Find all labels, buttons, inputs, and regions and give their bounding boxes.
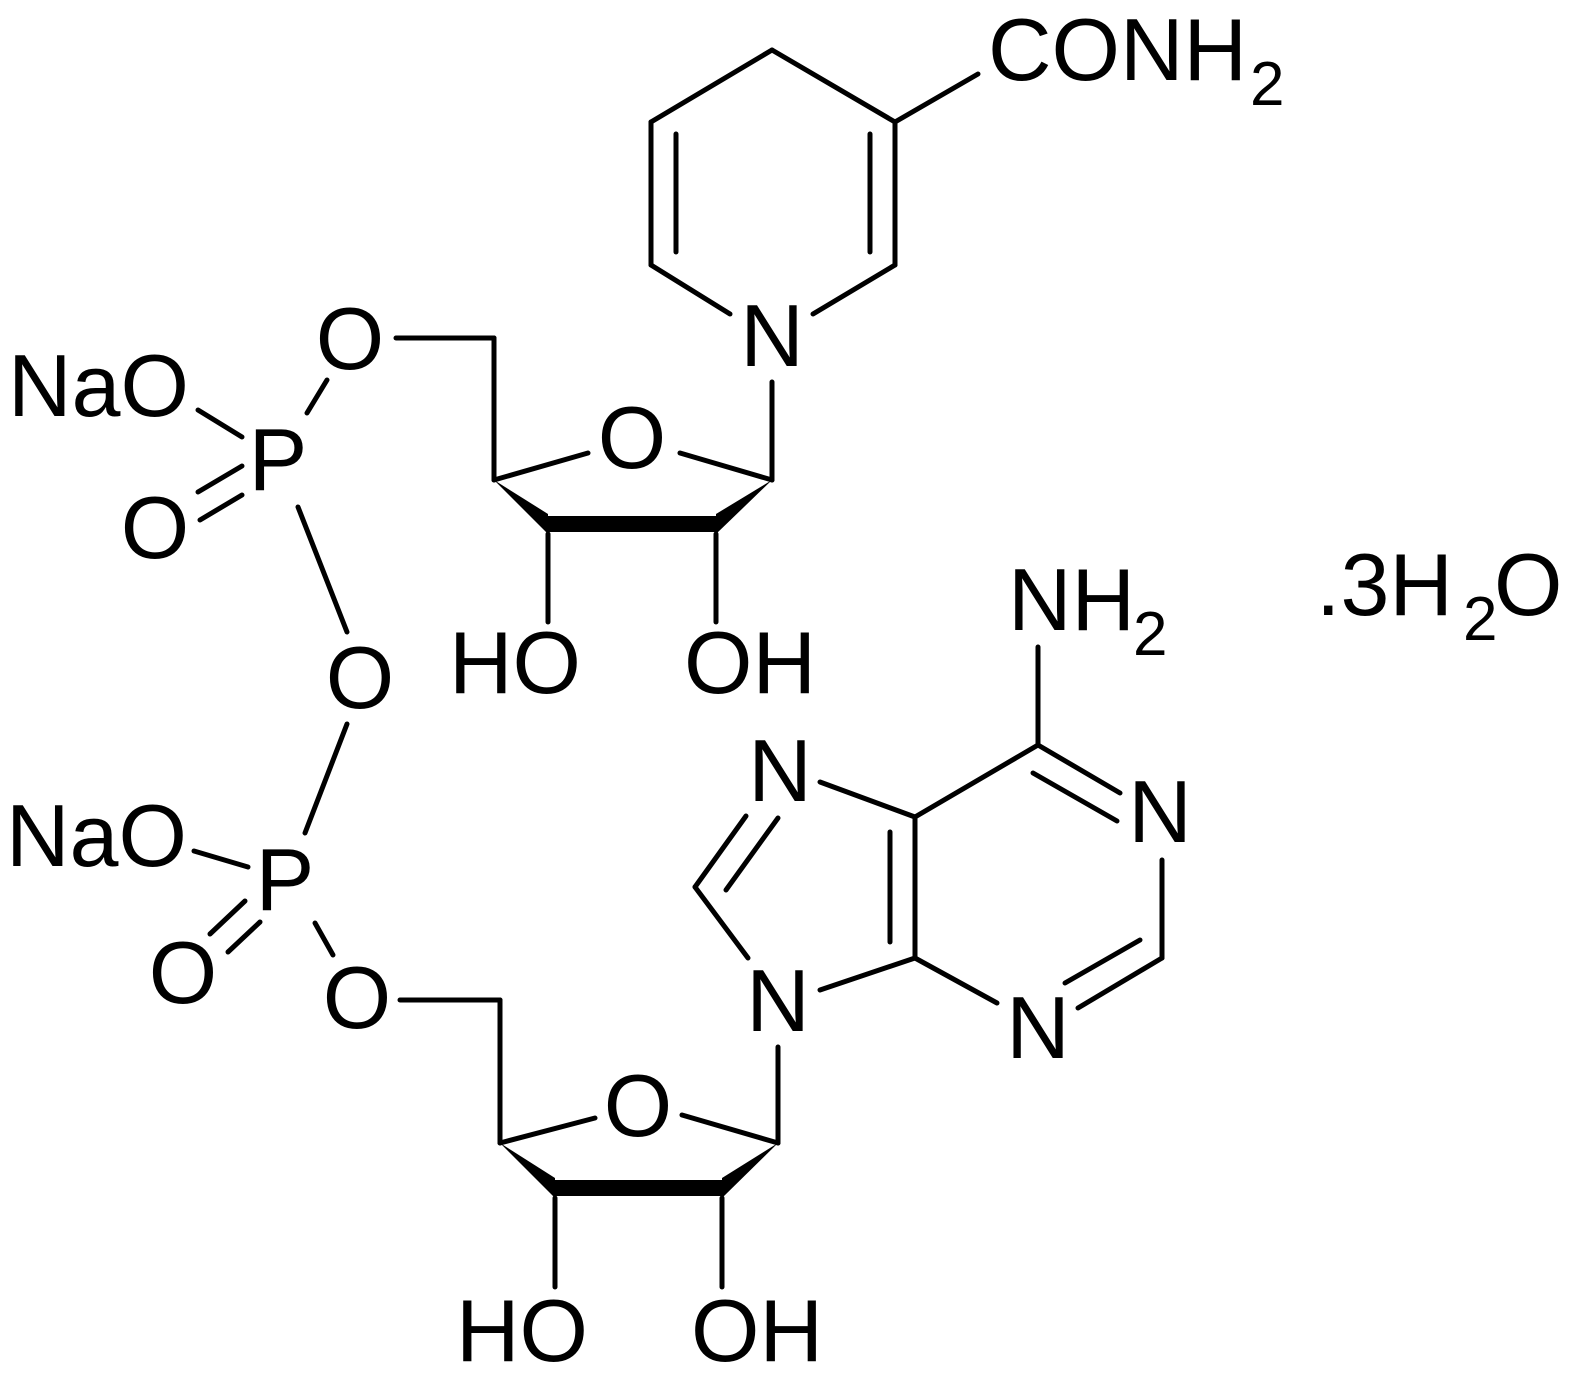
n-pyridine-label: N — [740, 286, 804, 385]
atom-labels: CONH 2 N O HO OH O NaO P O O NaO P O O O… — [6, 0, 1284, 1380]
o-bridge-label: O — [326, 628, 394, 727]
oh1-label: OH — [684, 613, 816, 712]
nh-subscript: 2 — [1133, 600, 1167, 669]
conh-label: CONH — [988, 0, 1247, 99]
hydrate-prefix: .3H — [1316, 535, 1453, 634]
nh-label: NH — [1008, 550, 1135, 649]
p2-label: P — [256, 830, 315, 929]
ho2-label: HO — [456, 1281, 588, 1380]
o-ring1-label: O — [598, 388, 666, 487]
n9-label: N — [746, 951, 810, 1050]
o-ring2-label: O — [604, 1056, 672, 1155]
o-ester1-label: O — [316, 289, 384, 388]
conh-subscript: 2 — [1250, 50, 1284, 119]
n1-label: N — [1128, 762, 1192, 861]
nao2-label: NaO — [6, 786, 187, 885]
p1-label: P — [249, 410, 308, 509]
hydrate-label: .3H 2 O — [1316, 535, 1562, 654]
o-dbl2-label: O — [149, 923, 217, 1022]
bonds — [191, 47, 1165, 1290]
o-ester2-label: O — [323, 948, 391, 1047]
hydrate-subscript: 2 — [1463, 585, 1497, 654]
nao1-label: NaO — [8, 336, 189, 435]
o-dbl1-label: O — [121, 478, 189, 577]
oh2-label: OH — [691, 1281, 823, 1380]
n7-label: N — [748, 721, 812, 820]
ho1-label: HO — [449, 613, 581, 712]
n3-label: N — [1006, 978, 1070, 1077]
hydrate-suffix: O — [1494, 535, 1562, 634]
